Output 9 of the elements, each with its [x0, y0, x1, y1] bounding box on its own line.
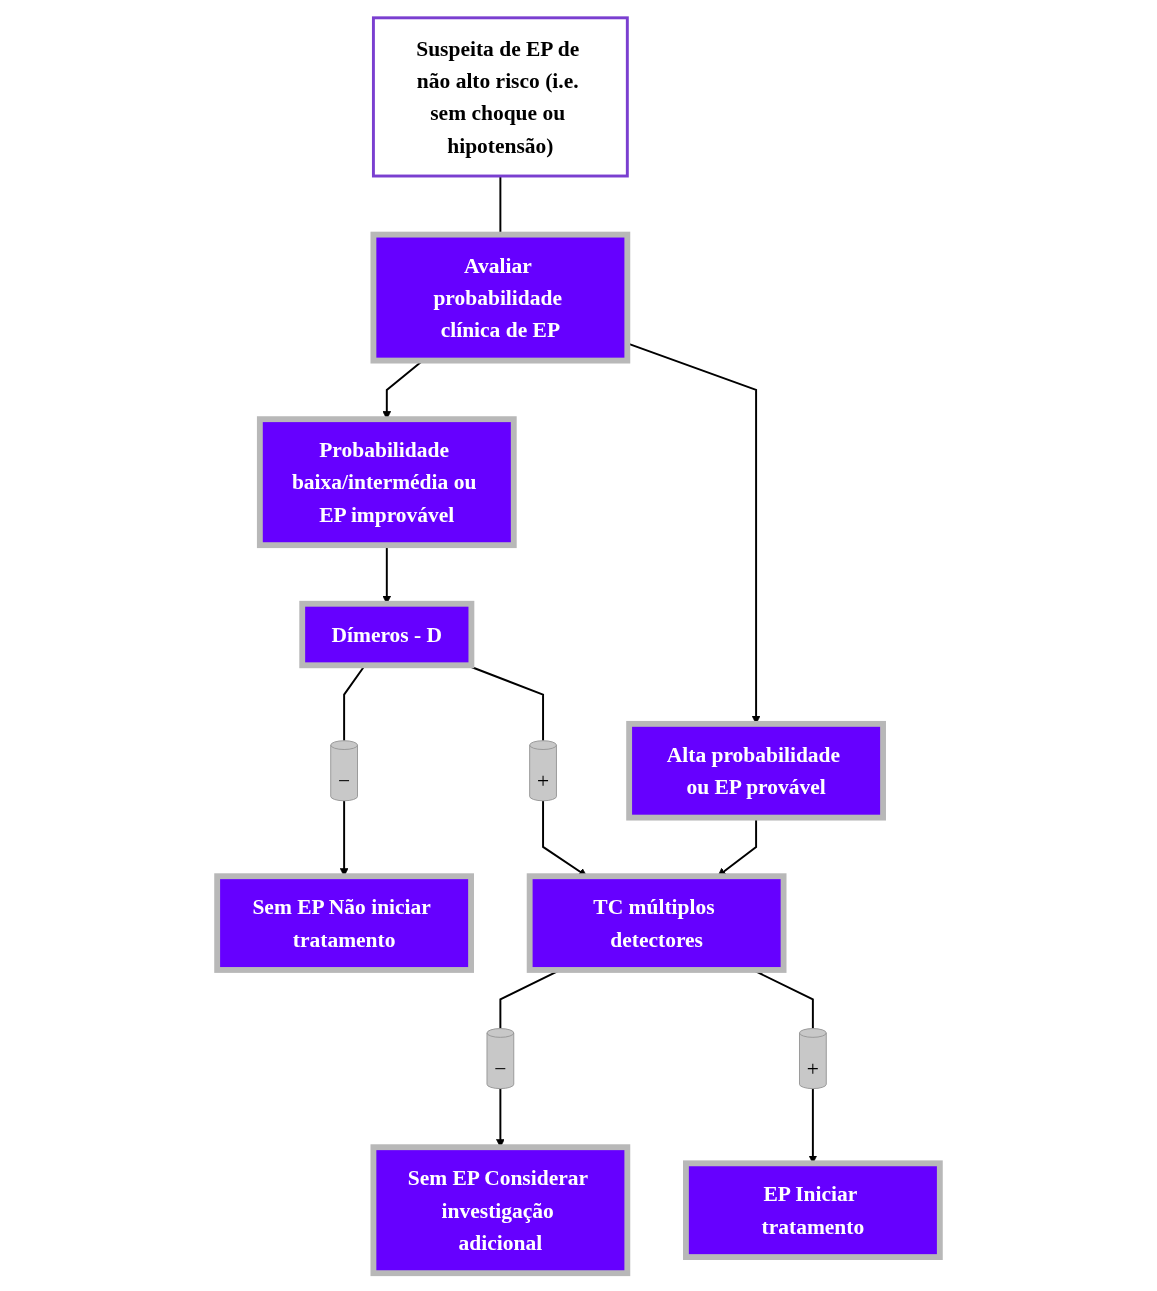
node-box: Avaliar probabilidade clínica de EP [370, 231, 631, 364]
node-box: Suspeita de EP de não alto risco (i.e. sem choque ou hipotensão) [371, 16, 629, 178]
node-box: Probabilidade baixa/intermédia ou EP improvável [256, 416, 517, 549]
node-box: EP Iniciar tratamento [683, 1160, 943, 1260]
node-box: Sem EP Considerar investigação adicional [370, 1144, 631, 1277]
node-box: TC múltiplos detectores [526, 873, 787, 973]
node-box: Sem EP Não iniciar tratamento [214, 873, 474, 973]
node-box: Alta probabilidade ou EP provável [626, 720, 886, 821]
node-box: Dímeros - D [299, 600, 475, 669]
